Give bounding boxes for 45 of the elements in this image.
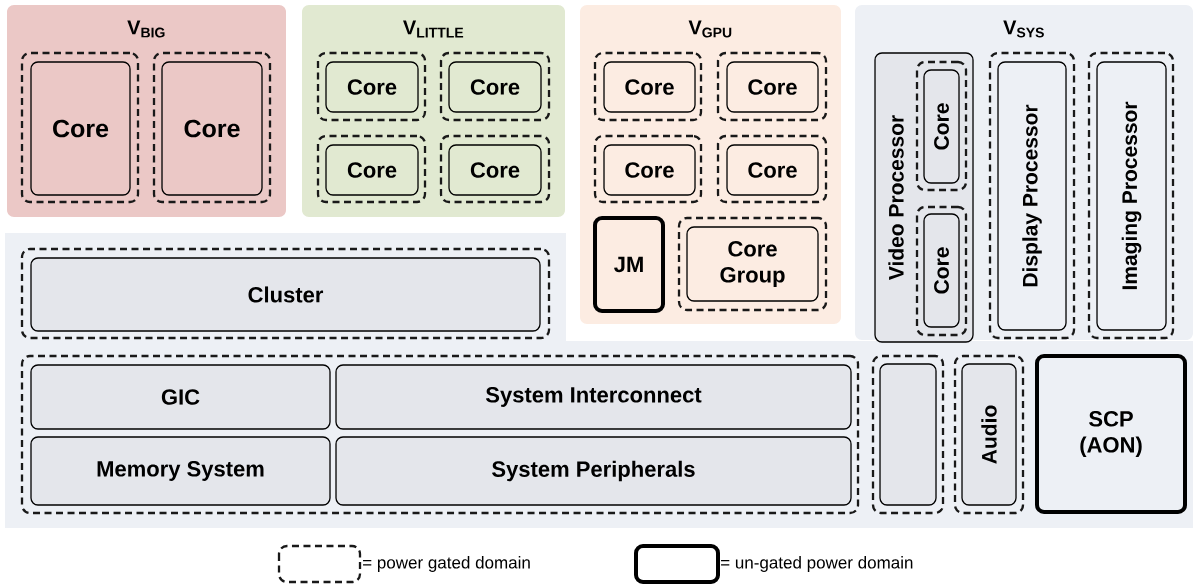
component-box: Memory System	[30, 436, 331, 506]
ungated-component-box: SCP (AON)	[1035, 354, 1187, 514]
component-box: System Interconnect	[335, 364, 852, 430]
power-gated-outline	[871, 354, 945, 515]
legend-label: = un-gated power domain	[721, 556, 913, 572]
component-box: Core	[448, 61, 542, 113]
component-box: Core	[603, 144, 696, 196]
component-box: Core	[30, 61, 131, 196]
power-gated-outline	[1087, 51, 1175, 340]
component-box: GIC	[30, 364, 331, 430]
power-gated-outline	[915, 205, 968, 337]
component-box: System Peripherals	[335, 436, 852, 506]
power-gated-outline	[716, 134, 828, 204]
component-box: Core	[161, 61, 263, 196]
component-box: Core	[726, 61, 819, 113]
power-gated-outline	[439, 134, 551, 204]
ungated-component-box: JM	[593, 216, 665, 313]
component-box: Core	[726, 144, 819, 196]
power-gated-outline	[677, 216, 828, 312]
component-box: Imaging Processor	[1096, 61, 1167, 331]
power-gated-outline	[152, 51, 272, 204]
component-box: Core Group	[686, 226, 819, 302]
power-gated-outline	[20, 51, 140, 204]
component-box: Cluster	[30, 257, 541, 332]
power-gated-outline	[593, 134, 703, 204]
component-box	[879, 363, 937, 506]
power-gated-outline	[20, 247, 551, 340]
legend-label: = power gated domain	[363, 556, 530, 572]
power-gated-outline	[915, 60, 968, 192]
component-box: Core	[923, 69, 960, 184]
component-box: Audio	[961, 363, 1017, 506]
power-gated-outline	[316, 51, 427, 122]
component-box: Display Processor	[997, 61, 1067, 331]
component-box: Core	[923, 213, 960, 328]
power-gated-outline	[20, 354, 860, 515]
component-box: Core	[603, 61, 696, 113]
component-box: Core	[448, 144, 542, 196]
component-box: Core	[325, 144, 419, 196]
power-gated-outline	[593, 51, 703, 122]
power-gated-outline	[316, 134, 427, 204]
power-gated-outline	[988, 51, 1076, 340]
power-gated-outline	[439, 51, 551, 122]
power-gated-outline	[953, 354, 1025, 515]
component-box: Core	[325, 61, 419, 113]
power-gated-outline	[716, 51, 828, 122]
